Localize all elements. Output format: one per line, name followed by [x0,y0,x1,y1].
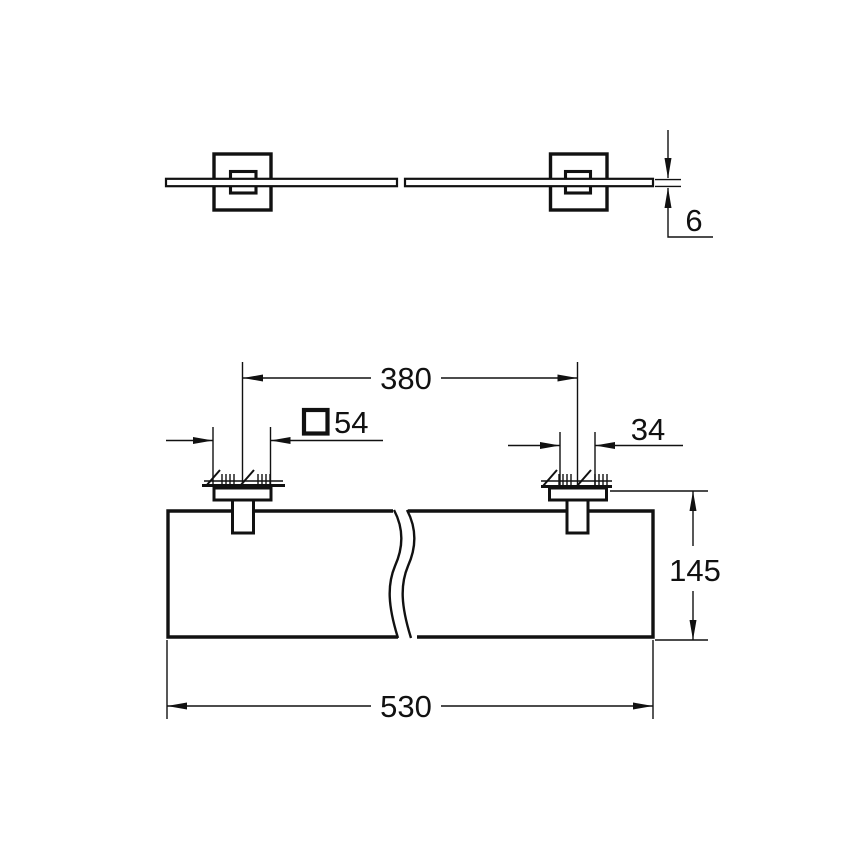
right-bracket-plate [548,486,608,502]
front-view: 6 [164,130,713,238]
shelf-width-value: 530 [380,689,432,724]
shelf-depth-value: 145 [669,553,721,588]
thickness-extension-lines [655,178,681,188]
spacing-right-arrow [557,374,578,382]
dimension-plate-square: 54 [166,405,383,487]
spacing-extension-lines [241,362,579,487]
depth-extension-lines [610,490,708,641]
left-bracket [202,469,285,535]
depth-bottom-arrow [689,620,697,640]
plate-square-value: 54 [334,405,368,440]
dimension-glass-thickness: 6 [655,130,713,238]
bracket-right-arrow [595,442,615,449]
front-glass-left-segment [164,177,399,188]
thickness-upper-arrow [664,158,672,179]
plate-extension-lines [212,427,272,487]
bracket-width-value: 34 [631,412,665,447]
width-right-arrow [633,702,653,710]
right-bracket-stem [565,498,590,535]
dimension-bracket-width: 34 [508,412,683,487]
shelf-outline [166,509,655,639]
left-bracket-stem [231,498,255,535]
depth-top-arrow [689,491,697,511]
dimension-shelf-depth: 145 [610,490,721,641]
hole-spacing-value: 380 [380,361,432,396]
glass-thickness-value: 6 [685,203,702,238]
dimension-shelf-width: 530 [166,640,654,724]
width-left-arrow [167,702,187,710]
bracket-left-arrow [540,442,560,449]
square-symbol-icon [301,407,330,436]
thickness-lower-arrow [664,187,672,208]
left-bracket-plate [212,486,273,502]
plate-right-arrow [270,437,291,444]
front-glass-right-segment [403,177,655,188]
break-line-left [388,509,403,639]
bracket-extension-lines [559,432,596,487]
right-bracket [541,469,612,535]
plate-left-arrow [193,437,213,444]
break-line-right [401,509,416,639]
right-wall-hatching [541,469,612,487]
plan-view: 380 54 34 [166,361,721,724]
spacing-left-arrow [243,374,263,382]
dimension-hole-spacing: 380 [241,361,579,487]
